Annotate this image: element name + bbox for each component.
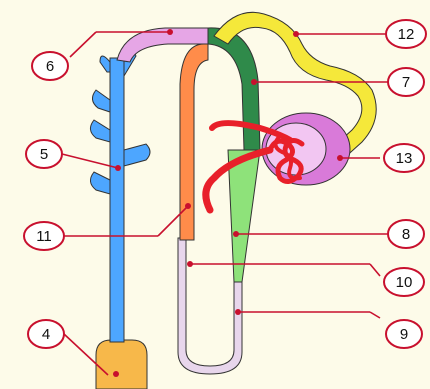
collecting-duct [90, 51, 150, 342]
callout-12-label: 12 [398, 26, 415, 43]
callout-9: 9 [386, 320, 422, 348]
callout-12: 12 [386, 20, 426, 48]
papilla-base [96, 340, 147, 389]
callout-8-label: 8 [402, 226, 410, 243]
callout-11: 11 [24, 222, 64, 250]
callout-11-label: 11 [36, 228, 52, 245]
callout-5-label: 5 [40, 146, 48, 163]
callout-13: 13 [384, 144, 424, 172]
callout-8: 8 [388, 220, 424, 248]
callout-5: 5 [26, 140, 62, 168]
callout-6-label: 6 [46, 58, 54, 75]
callout-9-label: 9 [400, 326, 408, 343]
callout-4-label: 4 [42, 326, 50, 343]
callout-7-label: 7 [402, 74, 410, 91]
distal-tubule-dark [208, 28, 260, 150]
callout-10-label: 10 [396, 274, 413, 291]
thin-limb-loop [178, 238, 242, 374]
descending-limb-light [228, 150, 260, 282]
callout-13-label: 13 [396, 150, 413, 167]
callout-10: 10 [384, 268, 424, 296]
callout-6: 6 [32, 52, 68, 80]
callout-4: 4 [28, 320, 64, 348]
callout-7: 7 [388, 68, 424, 96]
